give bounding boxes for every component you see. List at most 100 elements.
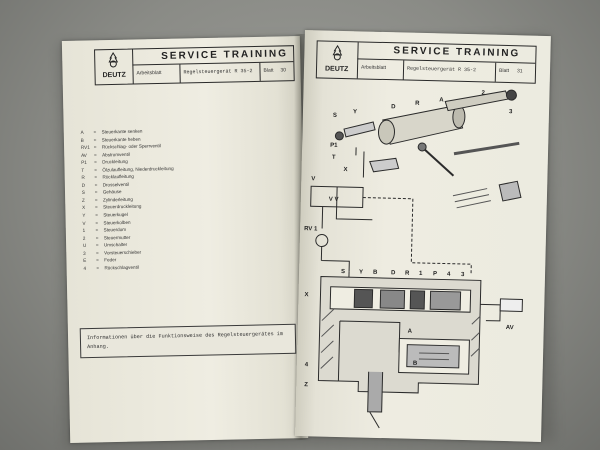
diagram-label: B (413, 361, 418, 367)
legend-equals: = (93, 129, 97, 135)
legend-symbol: U (82, 243, 87, 249)
legend-symbol: X (82, 205, 86, 211)
legend-equals: = (93, 152, 97, 158)
legend-symbol: V (82, 220, 86, 226)
info-note-box: Informationen über die Funktionsweise de… (79, 323, 297, 359)
left-header-title: SERVICE TRAINING (161, 48, 289, 62)
left-field-value: Regelsteuergerät R 35-2 (183, 68, 253, 76)
legend-symbol: D (81, 182, 86, 188)
legend-text: Abstromventil (101, 151, 130, 158)
diagram-label: B (373, 270, 378, 276)
legend-equals: = (94, 174, 98, 180)
diagram-label: V V (329, 197, 339, 203)
legend-text: Zylinderleitung (102, 196, 133, 203)
hydraulic-schematic (310, 185, 472, 282)
legend-equals: = (93, 144, 97, 150)
legend-text: Gehäuse (102, 189, 122, 195)
legend-text: Steuerdom (103, 227, 127, 233)
legend-equals: = (95, 235, 99, 241)
diagram-label: AV (506, 325, 514, 331)
diagram-label: R (405, 271, 410, 277)
diagram-label: T (332, 155, 336, 161)
header-divider (259, 62, 261, 81)
legend-text: Steuerkante senken (101, 128, 143, 135)
right-sheet-label: Blatt (498, 67, 510, 75)
header-divider (494, 62, 497, 82)
legend-symbol: P1 (81, 159, 87, 166)
header-divider (357, 58, 536, 64)
legend-symbol: E (83, 258, 87, 264)
right-field-value: Regelsteuergerät R 35-2 (406, 65, 477, 74)
diagram-label: 2 (481, 90, 485, 96)
left-header-box: SERVICE TRAINING DEUTZ Arbeitsblatt Rege… (94, 45, 295, 86)
legend-symbol: Z (81, 197, 85, 203)
legend-equals: = (96, 257, 99, 263)
legend-text: Drosselventil (102, 181, 130, 188)
diagram-label: S (341, 269, 345, 275)
legend-equals: = (94, 197, 98, 203)
info-note-text: Informationen über die Funktionsweise de… (86, 331, 284, 351)
right-page: SERVICE TRAINING DEUTZ Arbeitsblatt Rege… (295, 30, 551, 442)
legend-equals: = (94, 167, 98, 173)
legend-text: Steuermutter (103, 234, 131, 241)
legend-text: Vorsteuerschieber (104, 249, 142, 256)
legend-equals: = (94, 189, 98, 195)
header-divider (356, 42, 359, 79)
diagram-label: P (433, 271, 437, 277)
legend-equals: = (94, 159, 97, 165)
left-field-label: Arbeitsblatt (136, 69, 162, 77)
legend-text: Rücklaufleitung (102, 174, 134, 180)
right-header-title: SERVICE TRAINING (393, 45, 521, 60)
legend-text: Ölzulaufleitung, Niederdruckleitung (102, 165, 174, 173)
legend-text: Druckleitung (102, 159, 128, 165)
legend-text: Steuerkante heben (101, 136, 141, 143)
diagram-label: 1 (419, 271, 423, 277)
legend-symbol: R (81, 175, 85, 181)
legend-symbol: A (80, 129, 84, 135)
legend-symbol: RV1 (80, 144, 90, 150)
diagram-label: 3 (509, 109, 513, 115)
legend-equals: = (95, 205, 98, 211)
legend-symbol: 2 (82, 235, 86, 241)
deutz-logo-icon (108, 51, 119, 68)
legend-symbol: 3 (83, 250, 86, 256)
legend-text: Steuerkolben (103, 219, 131, 226)
legend-equals: = (96, 265, 100, 271)
diagram-label: P1 (330, 143, 338, 149)
legend-symbol: B (80, 137, 84, 143)
diagram-label: X (304, 292, 308, 298)
diagram-label: R (415, 101, 420, 107)
valve-cross-section (317, 276, 523, 429)
left-page: SERVICE TRAINING DEUTZ Arbeitsblatt Rege… (61, 36, 309, 443)
legend-equals: = (95, 212, 99, 218)
legend-symbol: 4 (83, 265, 87, 271)
legend-symbol: T (81, 167, 85, 173)
diagram-label: X (343, 167, 347, 173)
legend-equals: = (96, 250, 99, 256)
right-header-box: SERVICE TRAINING DEUTZ Arbeitsblatt Rege… (315, 40, 537, 84)
header-divider (179, 64, 181, 83)
legend-equals: = (95, 227, 99, 233)
diagram-label: A (408, 329, 413, 335)
exploded-valve-parts (334, 89, 522, 209)
legend-text: Rückschlag- oder Sperrventil (101, 143, 161, 150)
right-sheet-number: 31 (516, 68, 523, 75)
legend-text: Feder (104, 257, 117, 263)
left-sheet-number: 30 (280, 67, 287, 74)
legend-symbol: S (81, 190, 85, 196)
legend-text: Steuerkugel (103, 211, 128, 218)
legend-text: Steuerdruckleitung (103, 204, 142, 210)
diagram-label: D (391, 104, 396, 110)
deutz-brand: DEUTZ (102, 71, 126, 80)
legend-symbol: Y (82, 212, 86, 218)
legend-equals: = (95, 220, 99, 226)
right-field-label: Arbeitsblatt (360, 64, 387, 72)
deutz-brand: DEUTZ (324, 65, 349, 74)
header-divider (402, 60, 405, 80)
legend-text: Rückschlagventil (104, 264, 139, 271)
header-divider (132, 49, 134, 84)
diagram-label: Y (353, 109, 357, 115)
legend-text: Umschalter (103, 242, 128, 248)
